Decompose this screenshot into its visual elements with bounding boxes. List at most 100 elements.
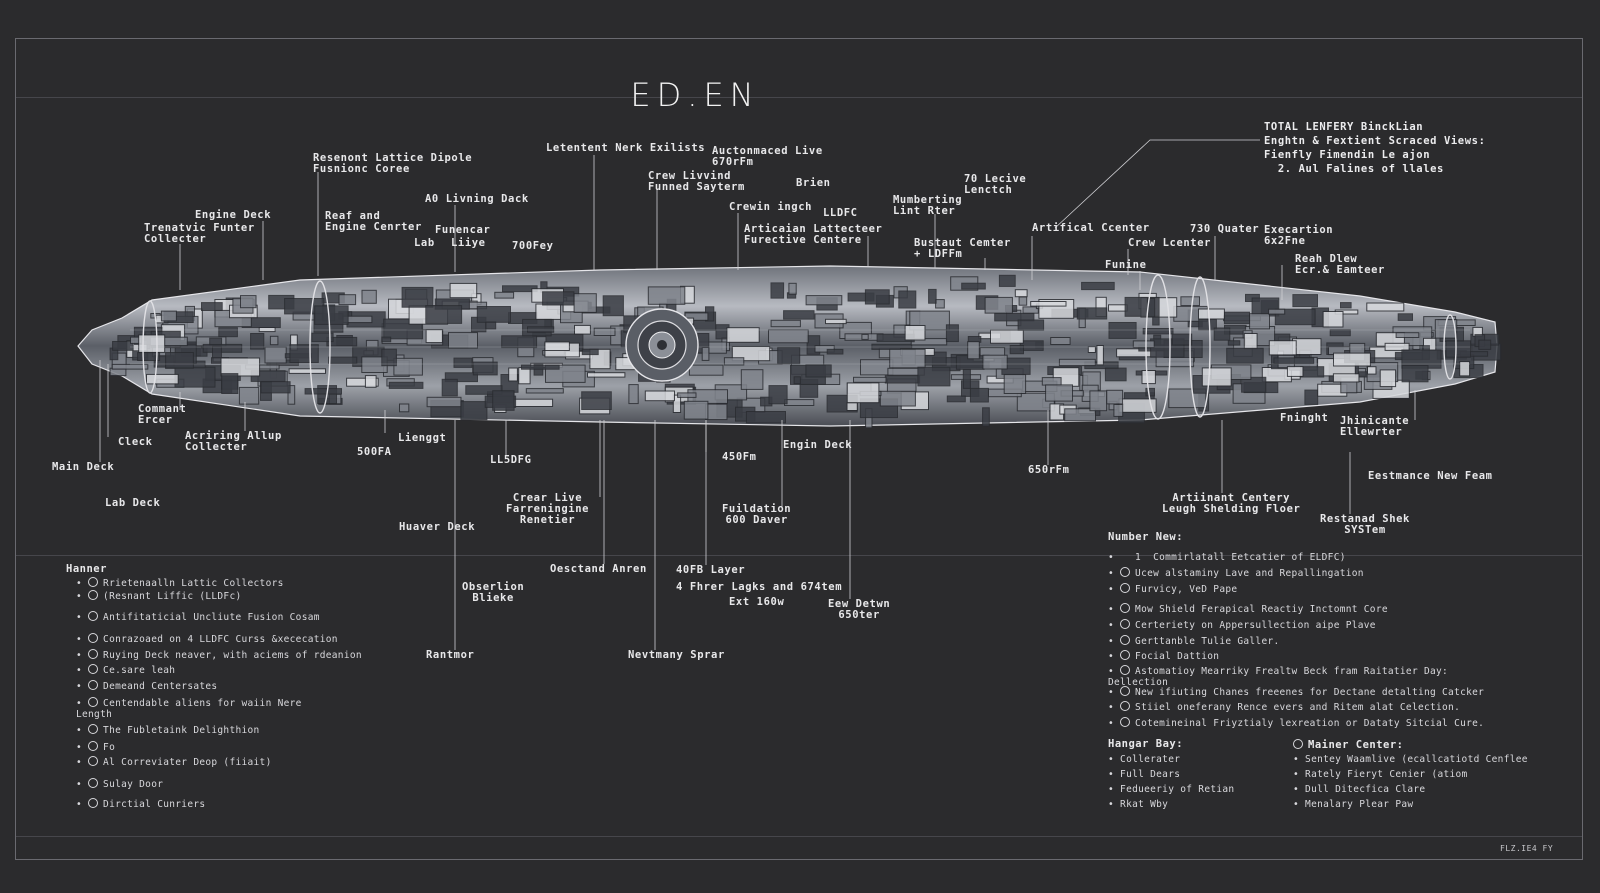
callout-label: 4 Fhrer Lagks and 674tem xyxy=(676,581,843,593)
circle-icon xyxy=(88,611,99,621)
hull-panel xyxy=(593,327,616,337)
callout-label: 70 Lecive Lenctch xyxy=(964,173,1027,196)
callout-label: Engin Deck xyxy=(783,439,853,451)
hull-panel xyxy=(287,385,296,405)
legend-right-heading: Number New: xyxy=(1108,531,1184,543)
callout-label: LL5DFG xyxy=(490,454,532,466)
legend-item-text: Astomatioy Mearriky Frealtw Beck fram Ra… xyxy=(1108,666,1449,688)
legend-item: • Sulay Door xyxy=(76,778,163,791)
hull-panel xyxy=(723,357,745,366)
hull-panel xyxy=(258,327,276,333)
leader-line xyxy=(1054,139,1260,229)
bullet-icon: • xyxy=(1108,718,1121,729)
hangar-heading: Hangar Bay: xyxy=(1108,738,1184,750)
hull-panel xyxy=(1089,390,1108,412)
bullet-icon: • xyxy=(76,591,89,602)
hull-panel xyxy=(521,364,560,370)
callout-label: Bustaut Cemter + LDFFm xyxy=(914,237,1011,260)
hull-panel xyxy=(212,345,222,359)
hull-panel xyxy=(573,293,597,313)
legend-left-heading: Hanner xyxy=(66,563,107,575)
legend-item-text: Mow Shield Ferapical Reactiy Inctomnt Co… xyxy=(1135,604,1388,615)
hull-ring xyxy=(1145,274,1171,420)
legend-item: • Ruying Deck neaver, with aciems of rde… xyxy=(76,649,362,662)
corner-code: FLZ.IE4 FY xyxy=(1500,844,1554,853)
callout-label: Crear Live Farreningine Renetier xyxy=(506,492,590,526)
hull-panel xyxy=(1171,333,1193,346)
callout-label: Resenont Lattice Dipole Fusnionc Coree xyxy=(313,152,473,175)
hull-panel xyxy=(935,299,945,309)
hull-panel xyxy=(1009,345,1025,355)
callout-label: Ext 160w xyxy=(729,596,785,608)
hull-panel xyxy=(426,396,462,408)
callout-label: Engine Deck xyxy=(195,209,272,221)
legend-item: • Fo xyxy=(76,741,115,754)
hull-panel xyxy=(460,401,488,421)
hull-panel xyxy=(146,373,179,385)
bullet-icon: • xyxy=(1108,754,1121,765)
hull-panel xyxy=(770,282,785,299)
hull-panel xyxy=(209,337,223,346)
legend-item: • The Fubletaink Delighthion xyxy=(76,724,260,737)
callout-label: Artifical Ccenter xyxy=(1032,222,1150,234)
hull-panel xyxy=(1213,327,1231,341)
callout-label: 450Fm xyxy=(722,451,757,463)
legend-item: • Mow Shield Ferapical Reactiy Inctomnt … xyxy=(1108,603,1388,616)
hull-panel xyxy=(1459,361,1471,377)
bullet-icon: • xyxy=(76,799,89,810)
legend-item-text: Focial Dattion xyxy=(1135,651,1220,662)
hull-panel xyxy=(1292,294,1319,308)
hull-panel xyxy=(1478,339,1492,350)
callout-label: Eew Detwn 650ter xyxy=(828,598,891,621)
hull-panel xyxy=(492,390,515,411)
legend-item: • Stiiel oneferany Rence evers and Ritem… xyxy=(1108,701,1460,714)
hull-panel xyxy=(220,357,261,377)
callout-label: Nevtmany Sprar xyxy=(628,649,725,661)
hull-panel xyxy=(518,367,531,385)
hull-panel xyxy=(1366,302,1405,312)
hull-panel xyxy=(1223,311,1251,325)
legend-item: • Certeriety on Appersullection aipe Pla… xyxy=(1108,619,1376,632)
hull-panel xyxy=(982,407,990,427)
legend-item: • Dirctial Cunriers xyxy=(76,798,205,811)
bullet-icon: • xyxy=(1108,584,1121,595)
legend-item: • Centendable aliens for waiin Nere Leng… xyxy=(76,697,302,720)
hull-panel xyxy=(1401,365,1429,383)
callout-label: 500FA xyxy=(357,446,392,458)
hull-panel xyxy=(346,377,379,387)
circle-icon xyxy=(1120,567,1131,577)
hull-panel xyxy=(946,395,966,403)
hull-panel xyxy=(1142,328,1174,335)
bullet-icon: • xyxy=(1293,754,1306,765)
divider xyxy=(16,555,1582,556)
hull-panel xyxy=(1003,374,1027,395)
legend-item-text: Cotemineinal Friyztialy lexreation or Da… xyxy=(1135,718,1485,729)
hull-panel xyxy=(677,392,697,398)
hull-panel xyxy=(501,335,538,349)
legend-item-text: Antifitaticial Uncliute Fusion Cosam xyxy=(103,612,320,623)
callout-label: Trenatvic Funter Collecter xyxy=(144,222,255,245)
circle-icon xyxy=(1120,619,1131,629)
hull-panel xyxy=(1087,346,1096,354)
hull-panel xyxy=(1329,329,1351,337)
hull-panel xyxy=(165,352,194,369)
hull-panel xyxy=(393,357,423,376)
bullet-icon: • xyxy=(76,725,89,736)
legend-item: • Antifitaticial Uncliute Fusion Cosam xyxy=(76,611,320,624)
bullet-icon: • xyxy=(1108,636,1121,647)
legend-item-text: Dull Ditecfica Clare xyxy=(1305,784,1426,795)
bullet-icon: • xyxy=(1108,568,1121,579)
hull-panel xyxy=(465,385,503,395)
callout-label: Restanad Shek SYSTem xyxy=(1320,513,1410,536)
legend-item: • 1 Commirlatall Eetcatier of ELDFC) xyxy=(1108,551,1346,564)
hull-panel xyxy=(1268,340,1297,356)
info-line: Fienfly Fimendin Le ajon xyxy=(1264,149,1431,161)
hull-panel xyxy=(401,286,434,308)
hull-panel xyxy=(221,373,239,395)
hull-panel xyxy=(745,411,787,424)
legend-item-text: New ifiuting Chanes freeenes for Dectane… xyxy=(1135,687,1485,698)
hull-panel xyxy=(1445,340,1471,358)
hull-panel xyxy=(768,329,809,344)
callout-label: Brien xyxy=(796,177,831,189)
